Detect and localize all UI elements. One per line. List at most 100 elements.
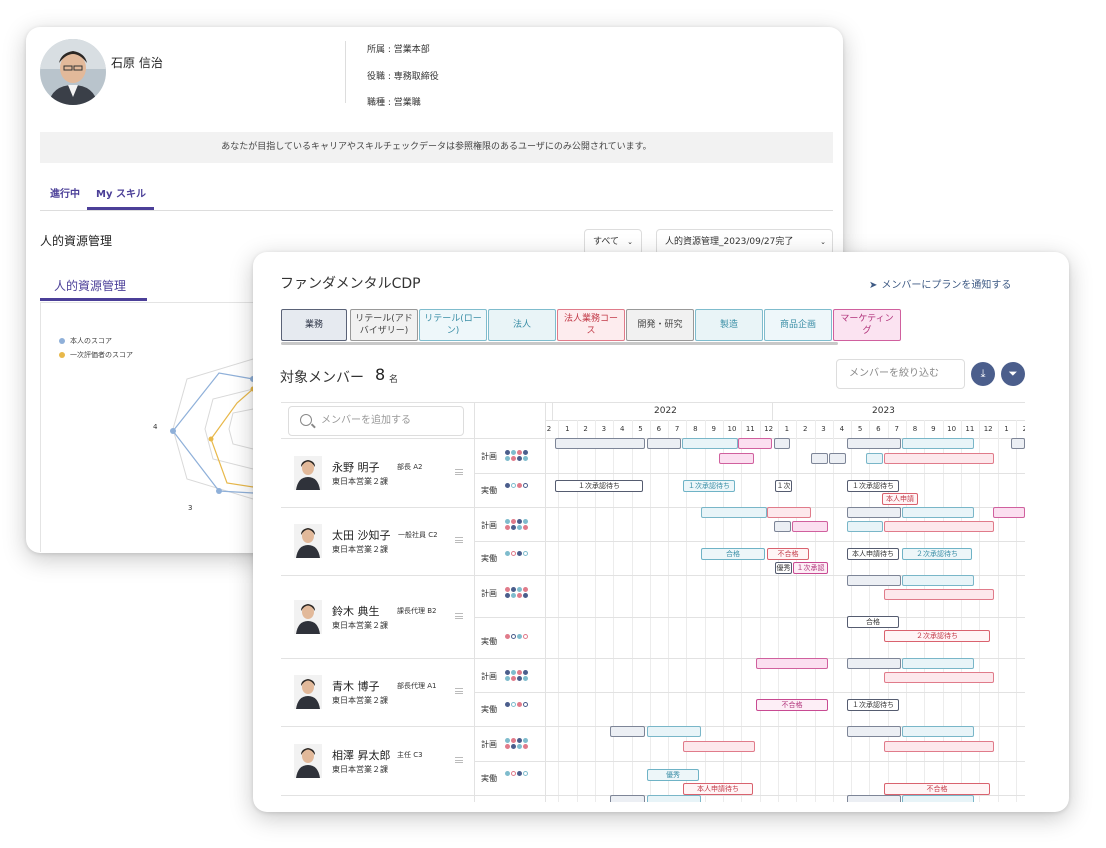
- member-name[interactable]: 青木 博子: [332, 680, 380, 693]
- category-corporate[interactable]: 法人: [488, 309, 556, 341]
- status-label[interactable]: １次: [775, 480, 792, 492]
- download-button[interactable]: ⤓: [971, 362, 995, 386]
- plan-bar[interactable]: [610, 726, 645, 737]
- status-label[interactable]: １次承認待ち: [847, 699, 899, 711]
- plan-bar[interactable]: [884, 453, 994, 464]
- category-manufacturing[interactable]: 製造: [695, 309, 763, 341]
- plan-bar[interactable]: [829, 453, 846, 464]
- category-marketing[interactable]: マーケティング: [833, 309, 901, 341]
- drag-handle-icon[interactable]: [455, 688, 463, 694]
- add-member-input[interactable]: メンバーを追加する: [288, 406, 464, 436]
- plan-bar[interactable]: [866, 453, 883, 464]
- status-label[interactable]: 本人申請: [882, 493, 918, 505]
- plan-bar[interactable]: [555, 438, 645, 449]
- grid-line: [979, 420, 981, 802]
- status-label[interactable]: 不合格: [884, 783, 990, 795]
- paper-plane-icon: ➤: [869, 280, 878, 291]
- status-label[interactable]: 不合格: [767, 548, 809, 560]
- month-label: 6: [656, 425, 662, 433]
- evaluator-score-point: [208, 436, 214, 442]
- month-label: 5: [638, 425, 643, 433]
- status-label[interactable]: 合格: [847, 616, 899, 628]
- month-label: 7: [674, 425, 680, 433]
- plan-bar[interactable]: [847, 521, 883, 532]
- member-avatar: [294, 599, 322, 634]
- status-label[interactable]: 優秀: [647, 769, 699, 781]
- plan-bar[interactable]: [902, 438, 974, 449]
- plan-bar[interactable]: [719, 453, 754, 464]
- status-label[interactable]: １次承認待ち: [847, 480, 899, 492]
- plan-bar[interactable]: [902, 795, 974, 802]
- tab-in-progress[interactable]: 進行中: [50, 189, 80, 200]
- filter-button[interactable]: ⏷: [1001, 362, 1025, 386]
- status-label[interactable]: １次承認待ち: [683, 480, 735, 492]
- month-label: 2: [1016, 425, 1025, 433]
- plan-bar[interactable]: [647, 438, 681, 449]
- plan-bar[interactable]: [847, 658, 901, 669]
- drag-handle-icon[interactable]: [455, 756, 463, 763]
- filter-all-dropdown[interactable]: すべて ⌄: [584, 229, 642, 255]
- plan-bar[interactable]: [792, 521, 828, 532]
- plan-bar[interactable]: [847, 507, 901, 518]
- member-name[interactable]: 鈴木 典生: [332, 604, 380, 618]
- plan-bar[interactable]: [756, 658, 828, 669]
- plan-bar[interactable]: [847, 575, 901, 586]
- status-label[interactable]: 不合格: [756, 699, 828, 711]
- plan-bar[interactable]: [884, 672, 994, 683]
- notify-members-link[interactable]: ➤メンバーにプランを通知する: [869, 280, 1012, 291]
- plan-bar[interactable]: [902, 658, 974, 669]
- plan-bar[interactable]: [902, 507, 974, 518]
- member-name[interactable]: 永野 明子: [332, 460, 380, 474]
- status-label[interactable]: 本人申請待ち: [683, 783, 753, 795]
- category-rnd[interactable]: 開発・研究: [626, 309, 694, 341]
- member-filter-input[interactable]: メンバーを絞り込む: [836, 359, 965, 389]
- category-gyomu[interactable]: 業務: [281, 309, 347, 341]
- status-label[interactable]: １次承認待ち: [555, 480, 643, 492]
- grid-line: [631, 420, 633, 802]
- subtab-hr[interactable]: 人的資源管理: [54, 279, 127, 293]
- plan-bar[interactable]: [902, 575, 974, 586]
- plan-bar[interactable]: [738, 438, 772, 449]
- plan-bar[interactable]: [774, 438, 790, 449]
- category-corporate-course[interactable]: 法人業務コース: [557, 309, 625, 341]
- tab-my-skill[interactable]: My スキル: [96, 189, 146, 200]
- category-retail-advisory[interactable]: リテール(アドバイザリー): [350, 309, 418, 341]
- category-product-planning[interactable]: 商品企画: [764, 309, 832, 341]
- drag-handle-icon[interactable]: [455, 537, 463, 543]
- drag-handle-icon[interactable]: [455, 612, 463, 619]
- plan-bar[interactable]: [774, 521, 791, 532]
- plan-bar[interactable]: [847, 438, 901, 449]
- member-avatar: [294, 455, 322, 490]
- plan-bar[interactable]: [902, 726, 974, 737]
- plan-bar[interactable]: [847, 726, 901, 737]
- plan-bar[interactable]: [647, 726, 701, 737]
- plan-bar[interactable]: [811, 453, 828, 464]
- plan-bar[interactable]: [701, 507, 767, 518]
- plan-bar[interactable]: [610, 795, 645, 802]
- status-label[interactable]: 優秀: [775, 562, 792, 574]
- member-name[interactable]: 相澤 昇太郎: [332, 748, 391, 762]
- grid-line: [906, 420, 907, 802]
- status-label[interactable]: 合格: [701, 548, 765, 560]
- category-retail-loan[interactable]: リテール(ローン): [419, 309, 487, 341]
- plan-bar[interactable]: [847, 795, 901, 802]
- category-scrollbar[interactable]: [281, 342, 838, 345]
- plan-bar[interactable]: [1011, 438, 1025, 449]
- plan-bar[interactable]: [884, 589, 994, 600]
- row-divider: [281, 575, 1025, 576]
- plan-bar[interactable]: [682, 438, 738, 449]
- privacy-notice: あなたが目指しているキャリアやスキルチェックデータは参照権限のあるユーザにのみ公…: [40, 132, 833, 163]
- plan-bar[interactable]: [767, 507, 811, 518]
- status-label[interactable]: ２次承認待ち: [902, 548, 972, 560]
- status-label[interactable]: １次承認: [793, 562, 828, 574]
- plan-bar[interactable]: [647, 795, 701, 802]
- drag-handle-icon[interactable]: [455, 468, 463, 475]
- plan-bar[interactable]: [884, 521, 994, 532]
- status-label[interactable]: ２次承認待ち: [884, 630, 990, 642]
- member-name[interactable]: 太田 沙知子: [332, 529, 391, 542]
- status-label[interactable]: 本人申請待ち: [847, 548, 899, 560]
- plan-bar[interactable]: [884, 741, 994, 752]
- plan-bar[interactable]: [993, 507, 1025, 518]
- plan-bar[interactable]: [683, 741, 755, 752]
- chevron-down-icon: ⌄: [820, 238, 826, 246]
